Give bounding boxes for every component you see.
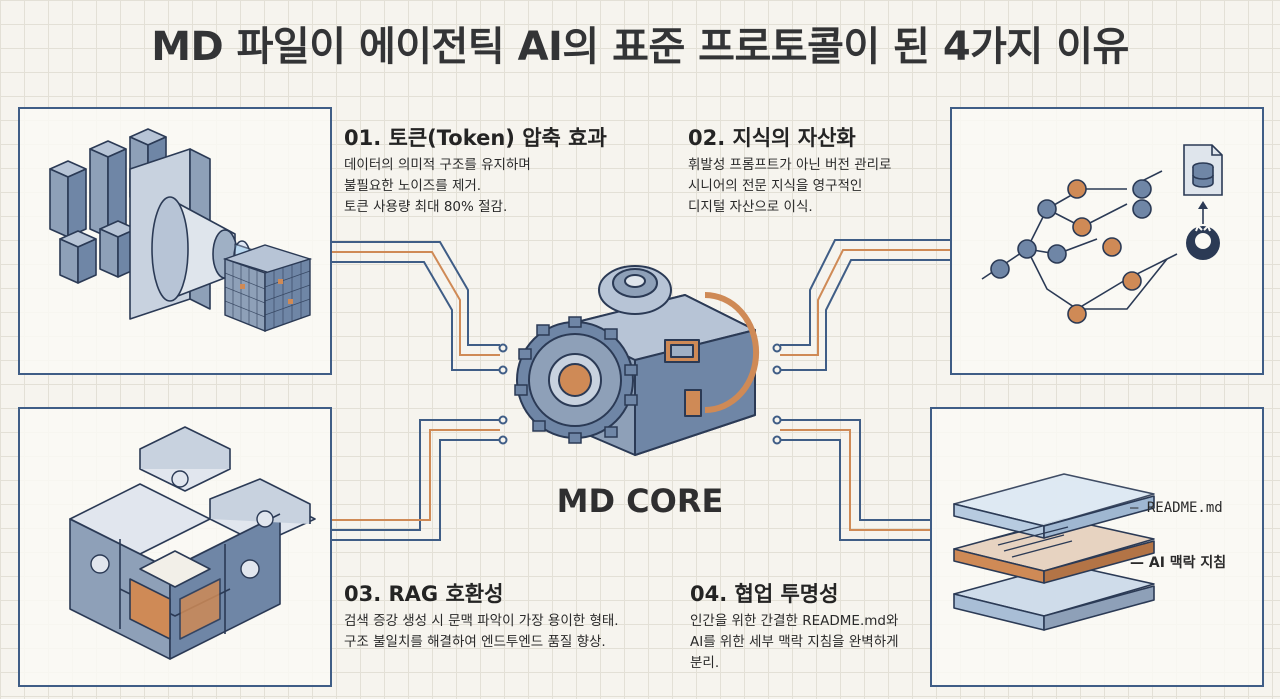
transparency-panel xyxy=(930,407,1264,687)
glass-layers-icon xyxy=(953,473,1155,631)
knowledge-panel xyxy=(950,107,1264,375)
page-title: MD 파일이 에이전틱 AI의 표준 프로토콜이 된 4가지 이유 xyxy=(151,24,1129,70)
compression-cube-icon xyxy=(49,128,313,333)
section-1-description: 데이터의 의미적 구조를 유지하며 불필요한 노이즈를 제거. 토큰 사용량 최… xyxy=(344,157,531,215)
layer-label-readme: — README.md xyxy=(1130,500,1223,516)
compression-panel xyxy=(18,107,332,375)
database-icon xyxy=(1183,144,1223,196)
layer-label-ai-context: — AI 맥락 지침 xyxy=(1130,555,1227,571)
section-2-description: 휘발성 프롬프트가 아닌 버전 관리로 시니어의 전문 지식을 영구적인 디지털… xyxy=(688,157,892,215)
github-icon xyxy=(1186,224,1220,260)
section-3-description: 검색 증강 생성 시 문맥 파악이 가장 용이한 형태. 구조 불일치를 해결하… xyxy=(344,613,619,650)
puzzle-cube-icon xyxy=(69,426,316,660)
core-label: MD CORE xyxy=(556,482,724,520)
section-2-heading: 02. 지식의 자산화 xyxy=(688,126,856,150)
section-4-heading: 04. 협업 투명성 xyxy=(690,582,839,606)
section-3-heading: 03. RAG 호환성 xyxy=(344,582,504,606)
section-1-heading: 01. 토큰(Token) 압축 효과 xyxy=(344,126,607,150)
rag-panel xyxy=(18,407,332,687)
section-4-description: 인간을 위한 간결한 README.md와 AI를 위한 세부 맥락 지침을 완… xyxy=(690,613,899,671)
gear-core-icon xyxy=(514,265,760,456)
